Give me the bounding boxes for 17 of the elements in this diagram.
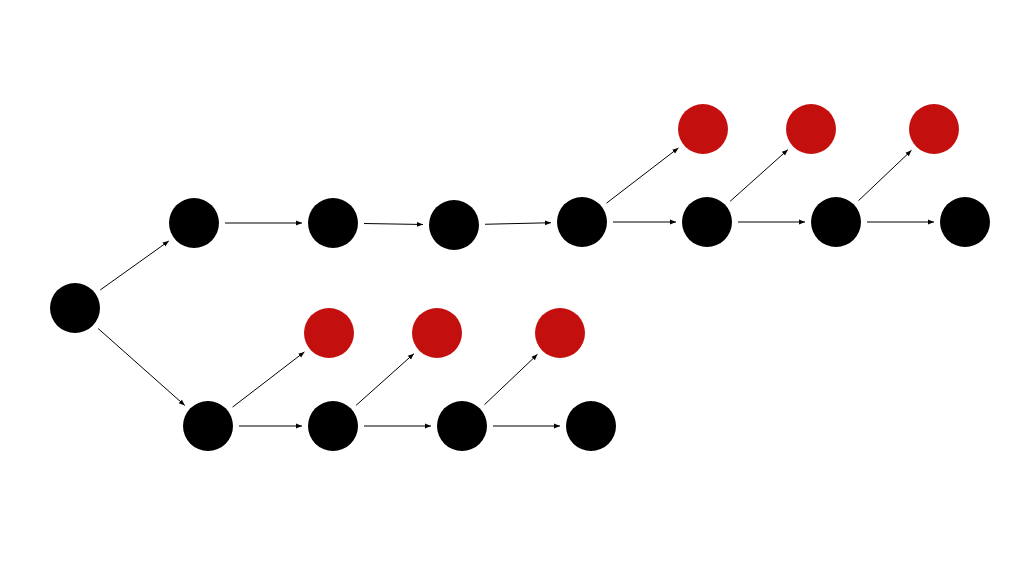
arrow (484, 353, 538, 406)
arrow (238, 423, 303, 429)
arrow (97, 328, 186, 406)
arrow (484, 220, 552, 226)
arrow (363, 222, 424, 227)
arrow (737, 219, 806, 225)
arrow (492, 423, 561, 429)
arrow (729, 149, 789, 202)
arrow (99, 240, 170, 291)
arrow (858, 149, 912, 202)
arrow (232, 351, 305, 408)
arrow (363, 423, 432, 429)
arrow (612, 219, 677, 225)
arrow (866, 219, 935, 225)
arrow (224, 220, 303, 226)
arrow (355, 353, 415, 406)
arrow (606, 147, 679, 204)
